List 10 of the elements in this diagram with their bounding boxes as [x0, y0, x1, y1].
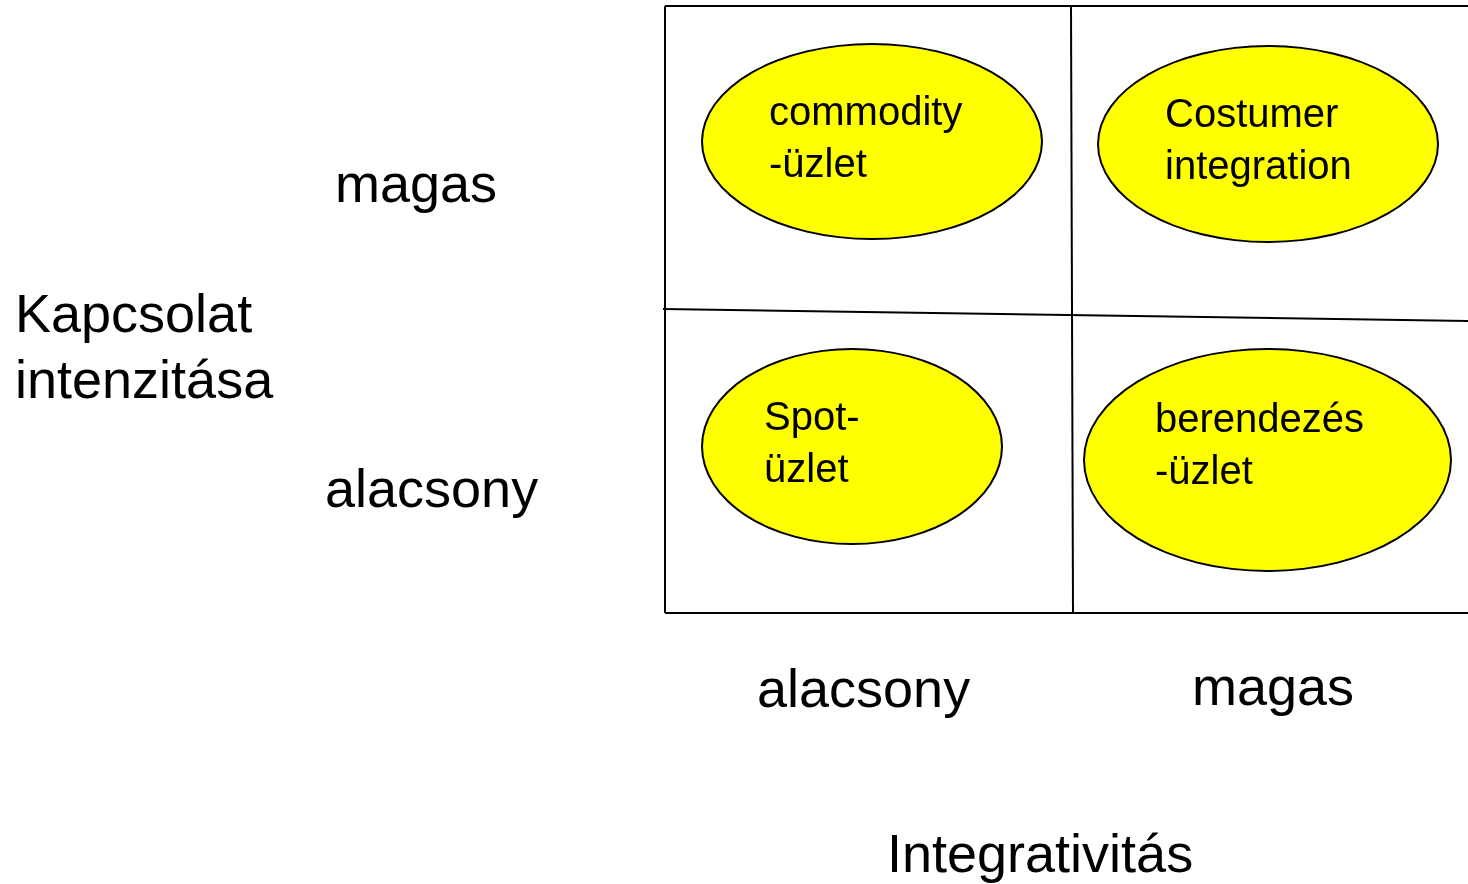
ellipse-label: Spot- üzlet: [764, 393, 861, 492]
column-label: magas: [1192, 655, 1355, 718]
row-label: magas: [335, 152, 498, 215]
ellipse-label: commodity -üzlet: [769, 88, 964, 187]
ellipse-label: Costumer integration: [1165, 90, 1353, 189]
row-label: alacsony: [325, 457, 539, 520]
axis-title: Integrativitás: [887, 822, 1194, 884]
column-label: alacsony: [757, 657, 971, 720]
axis-title: Kapcsolat intenzitása: [15, 282, 275, 411]
ellipse-label: berendezés -üzlet: [1155, 395, 1366, 494]
